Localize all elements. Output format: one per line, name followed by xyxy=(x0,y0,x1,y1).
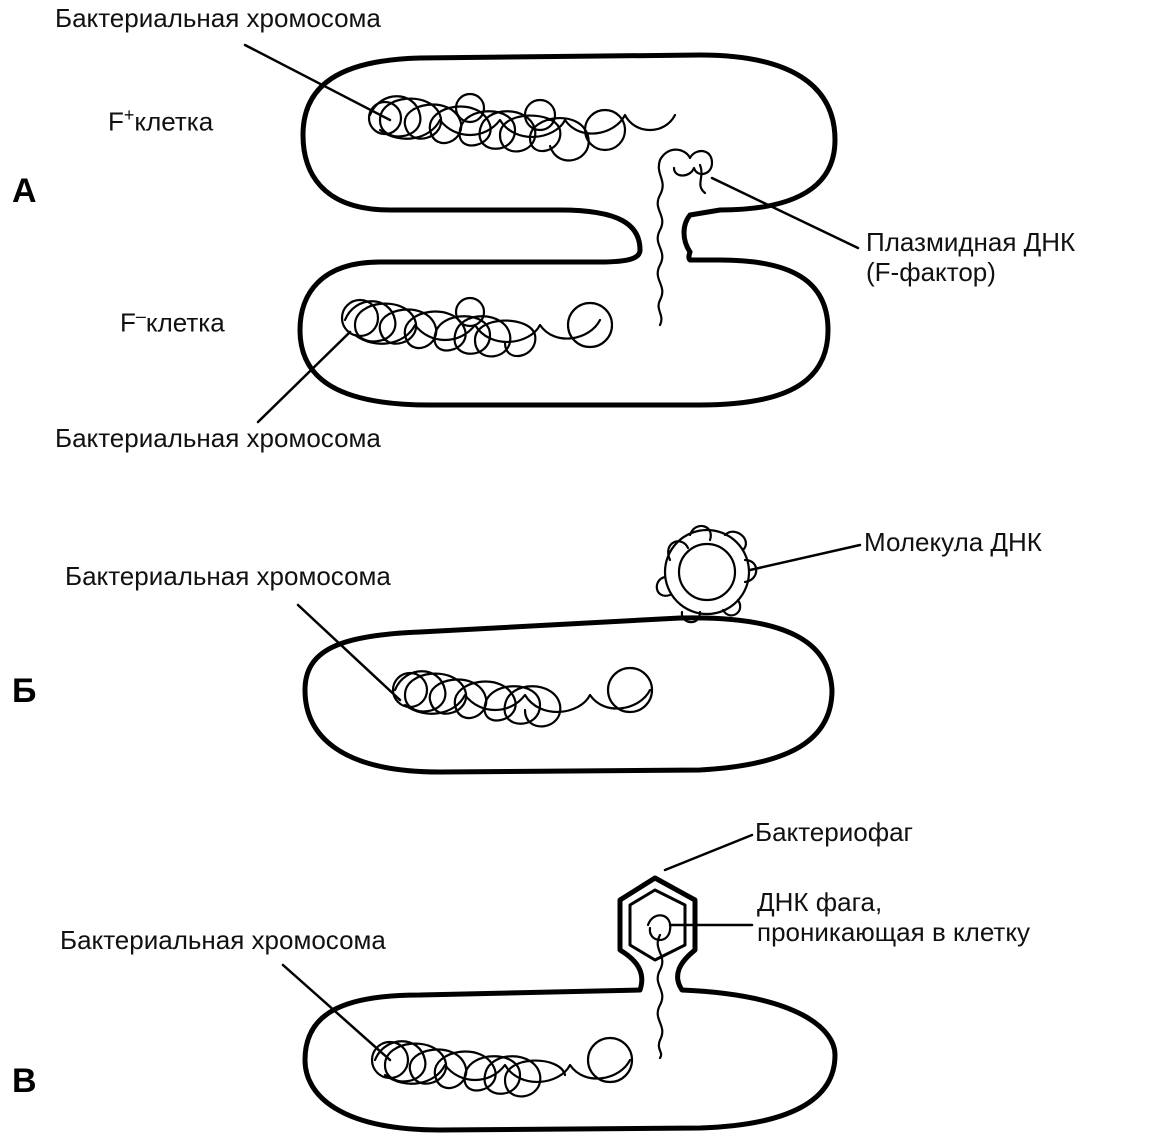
label-f-plus-cell: F+клетка xyxy=(108,105,213,138)
label-plasmid-line2: (F-фактор) xyxy=(866,258,1075,288)
panel-letter-c: В xyxy=(12,1062,37,1101)
label-f-plus-suffix: клетка xyxy=(134,107,213,137)
leader-top-chromosome xyxy=(245,45,390,120)
label-phage-dna-line2: проникающая в клетку xyxy=(757,918,1030,948)
b-cell-outline xyxy=(305,618,832,772)
bottom-chromosome-tangle xyxy=(342,298,612,356)
b-chromosome-tangle xyxy=(393,668,652,726)
label-f-plus-sign: + xyxy=(124,105,135,125)
label-f-minus-suffix: клетка xyxy=(146,308,225,338)
label-phage-dna: ДНК фага, проникающая в клетку xyxy=(757,888,1030,948)
label-phage-dna-line1: ДНК фага, xyxy=(757,888,1030,918)
label-f-minus-cell: F–клетка xyxy=(120,306,225,339)
top-chromosome-tangle xyxy=(369,94,675,160)
label-b-chromosome: Бактериальная хромосома xyxy=(65,562,391,592)
c-chromosome-tangle xyxy=(372,1038,632,1096)
label-f-minus-sign: – xyxy=(136,306,146,326)
leader-bacteriophage xyxy=(665,835,752,870)
leader-dna-molecule xyxy=(750,545,860,570)
leader-plasmid xyxy=(712,178,858,248)
f-plus-cell-outline xyxy=(303,55,835,252)
phage-dna-strand xyxy=(648,915,670,1058)
leader-c-chromosome xyxy=(283,965,390,1060)
label-top-chromosome: Бактериальная хромосома xyxy=(55,4,381,34)
dna-molecule-ring xyxy=(657,526,756,622)
label-c-chromosome: Бактериальная хромосома xyxy=(60,926,386,956)
leader-b-chromosome xyxy=(298,605,400,700)
label-dna-molecule: Молекула ДНК xyxy=(864,528,1042,558)
panel-letter-a: А xyxy=(12,172,37,211)
c-cell-outline xyxy=(305,878,835,1130)
label-f-plus-prefix: F xyxy=(108,107,124,137)
label-plasmid-line1: Плазмидная ДНК xyxy=(866,228,1075,258)
panel-letter-b: Б xyxy=(12,672,36,711)
label-f-minus-prefix: F xyxy=(120,308,136,338)
label-bottom-chromosome: Бактериальная хромосома xyxy=(55,424,381,454)
label-bacteriophage: Бактериофаг xyxy=(755,818,913,848)
label-plasmid: Плазмидная ДНК (F-фактор) xyxy=(866,228,1075,288)
